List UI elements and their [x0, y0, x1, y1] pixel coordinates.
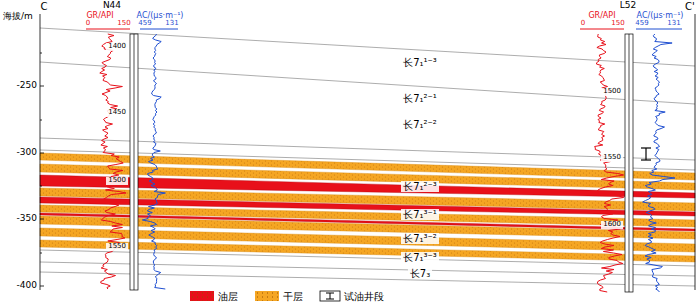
layer-label: 长7₁²⁻²	[401, 119, 439, 130]
section-label: AC/(μs·m⁻¹)	[137, 12, 184, 21]
log-headers	[86, 29, 682, 30]
legend-swatch	[255, 291, 279, 301]
test-interval-symbol	[641, 148, 651, 160]
section-label: 131	[165, 20, 178, 28]
legend-text: 油层	[218, 291, 238, 302]
axis	[40, 14, 695, 290]
section-label: GR/API	[588, 12, 615, 21]
log-curve	[595, 34, 624, 292]
layer-label: 长7₁²⁻³	[401, 181, 439, 192]
legend-swatch	[190, 291, 214, 301]
axis-tick-label: -350	[17, 214, 37, 224]
legend-text: 试油井段	[344, 291, 384, 302]
section-label: 150	[611, 20, 624, 28]
section-label: 459	[138, 20, 151, 28]
section-label: GR/API	[86, 12, 113, 21]
section-label: C'	[685, 1, 695, 12]
layer-label: 长7₁³⁻³	[401, 252, 439, 263]
layer-label: 长7₁¹⁻³	[401, 57, 439, 68]
log-curve	[643, 34, 675, 292]
axis-tick-label: -250	[17, 81, 37, 91]
section-label: 459	[635, 20, 648, 28]
axis-tick-label: -300	[17, 148, 37, 158]
section-label: 131	[667, 20, 680, 28]
depth-mark: 1400	[106, 43, 128, 51]
layer-label: 长7₁²⁻¹	[401, 93, 439, 104]
well-columns	[130, 34, 633, 292]
section-label: 海拔/m	[3, 12, 33, 22]
layer-label: 长7₁³⁻²	[401, 233, 439, 244]
section-label: AC/(μs·m⁻¹)	[637, 12, 684, 21]
section-label: L52	[620, 1, 636, 11]
depth-mark: 1500	[601, 88, 623, 96]
section-label: 0	[581, 20, 585, 28]
legend-text: 干层	[283, 291, 303, 302]
layer-label: 长7₁³⁻¹	[401, 209, 439, 220]
section-label: 150	[117, 20, 130, 28]
axis-tick-label: -400	[17, 281, 37, 291]
depth-mark: 1550	[106, 243, 128, 251]
section-label: N44	[103, 1, 121, 11]
depth-mark: 1600	[601, 221, 623, 229]
legend-test-symbol	[320, 291, 340, 301]
depth-mark: 1450	[106, 109, 128, 117]
well-logs	[100, 34, 675, 292]
layer-label: 长7₃	[408, 268, 432, 279]
log-curve	[142, 34, 165, 289]
section-label: C	[41, 1, 48, 12]
depth-mark: 1500	[106, 177, 128, 185]
section-label: 0	[86, 20, 90, 28]
depth-mark: 1550	[601, 154, 623, 162]
